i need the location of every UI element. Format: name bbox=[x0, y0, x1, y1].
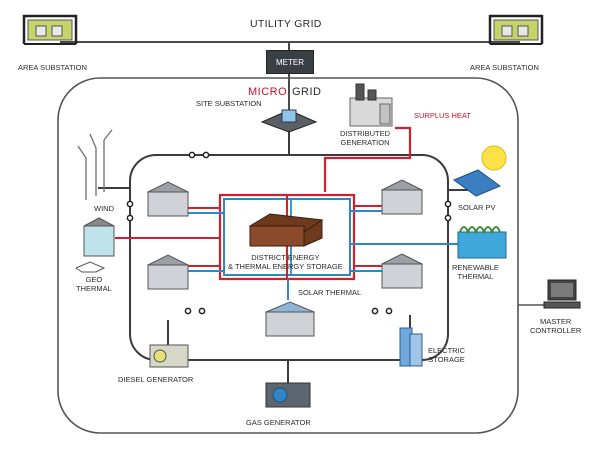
master-line-2: CONTROLLER bbox=[530, 325, 582, 335]
site-substation-label: SITE SUBSTATION bbox=[196, 99, 262, 108]
utility-grid-label: UTILITY GRID bbox=[250, 18, 322, 30]
electric-line-2: STORAGE bbox=[428, 354, 465, 364]
area-substation-right-icon bbox=[488, 14, 544, 45]
distributed-generation-label: DISTRIBUTED GENERATION bbox=[340, 129, 391, 147]
geo-line-2: THERMAL bbox=[76, 283, 112, 293]
district-line-1: DISTRICT ENERGY bbox=[251, 253, 320, 262]
microgrid-boundary bbox=[57, 77, 519, 434]
renewable-line-2: THERMAL bbox=[457, 271, 494, 281]
distributed-line-1: DISTRIBUTED bbox=[340, 129, 391, 138]
diesel-generator-icon bbox=[149, 344, 189, 368]
renewable-line-1: RENEWABLE bbox=[452, 263, 499, 272]
switch-dot bbox=[184, 307, 192, 315]
distributed-generation-icon bbox=[349, 83, 393, 127]
switch-dot bbox=[202, 151, 210, 159]
master-line-1: MASTER bbox=[540, 317, 572, 326]
district-energy-label: DISTRICT ENERGY & THERMAL ENERGY STORAGE bbox=[228, 253, 343, 271]
distributed-line-2: GENERATION bbox=[340, 137, 390, 147]
area-substation-right-label: AREA SUBSTATION bbox=[470, 63, 539, 72]
switch-dot bbox=[444, 214, 452, 222]
surplus-heat-line bbox=[323, 126, 412, 192]
building-top-right bbox=[380, 179, 424, 215]
grid-label: GRID bbox=[292, 86, 322, 98]
surplus-heat-label: SURPLUS HEAT bbox=[414, 111, 471, 120]
site-substation-icon bbox=[260, 109, 318, 133]
electric-storage-icon bbox=[399, 327, 423, 367]
switch-dot bbox=[126, 214, 134, 222]
district-energy-building-icon bbox=[248, 213, 324, 247]
gas-generator-label: GAS GENERATOR bbox=[246, 418, 311, 427]
wind-turbine-icon bbox=[77, 129, 113, 200]
master-controller-label: MASTER CONTROLLER bbox=[530, 317, 582, 335]
switch-dot bbox=[126, 200, 134, 208]
solar-pv-icon bbox=[452, 145, 507, 197]
area-substation-left-label: AREA SUBSTATION bbox=[18, 63, 87, 72]
micro-label: MICRO bbox=[248, 86, 288, 98]
building-bottom-left bbox=[146, 254, 190, 290]
renewable-thermal-icon bbox=[457, 226, 507, 259]
solar-pv-label: SOLAR PV bbox=[458, 203, 496, 212]
master-controller-icon bbox=[543, 279, 581, 309]
wind-label: WIND bbox=[94, 204, 114, 213]
electric-line-1: ELECTRIC bbox=[428, 346, 466, 355]
geo-line-1: GEO bbox=[85, 275, 103, 284]
solar-thermal-label: SOLAR THERMAL bbox=[298, 288, 362, 297]
switch-dot bbox=[188, 151, 196, 159]
renewable-thermal-label: RENEWABLE THERMAL bbox=[452, 263, 499, 281]
switch-dot bbox=[198, 307, 206, 315]
area-substation-left-icon bbox=[22, 14, 78, 45]
building-bottom-right bbox=[380, 253, 424, 289]
geo-thermal-icon bbox=[75, 217, 115, 273]
building-top-left bbox=[146, 181, 190, 217]
diesel-generator-label: DIESEL GENERATOR bbox=[118, 375, 194, 384]
geo-thermal-label: GEO THERMAL bbox=[76, 275, 112, 293]
electric-storage-label: ELECTRIC STORAGE bbox=[428, 346, 466, 364]
switch-dots bbox=[126, 151, 452, 315]
meter-box: METER bbox=[266, 50, 314, 74]
switch-dot bbox=[385, 307, 393, 315]
switch-dot bbox=[444, 200, 452, 208]
district-line-2: & THERMAL ENERGY STORAGE bbox=[228, 261, 343, 271]
gas-generator-icon bbox=[265, 382, 311, 408]
switch-dot bbox=[371, 307, 379, 315]
solar-thermal-icon bbox=[264, 301, 316, 337]
